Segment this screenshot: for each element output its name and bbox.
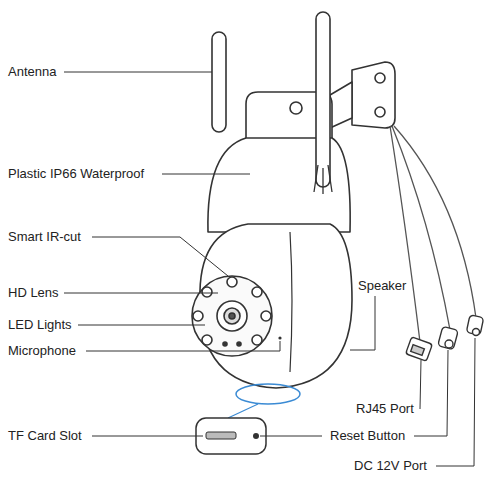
part-label: TF Card Slot — [8, 428, 82, 444]
part-label: Plastic IP66 Waterproof — [8, 166, 144, 182]
part-label: DC 12V Port — [354, 458, 427, 474]
part-label: LED Lights — [8, 317, 72, 333]
part-label: Antenna — [8, 64, 56, 80]
part-label: Reset Button — [330, 428, 405, 444]
part-label: HD Lens — [8, 285, 59, 301]
part-label: Smart IR-cut — [8, 229, 81, 245]
part-label: Speaker — [358, 278, 406, 294]
part-label: RJ45 Port — [356, 401, 414, 417]
part-label: Microphone — [8, 343, 76, 359]
